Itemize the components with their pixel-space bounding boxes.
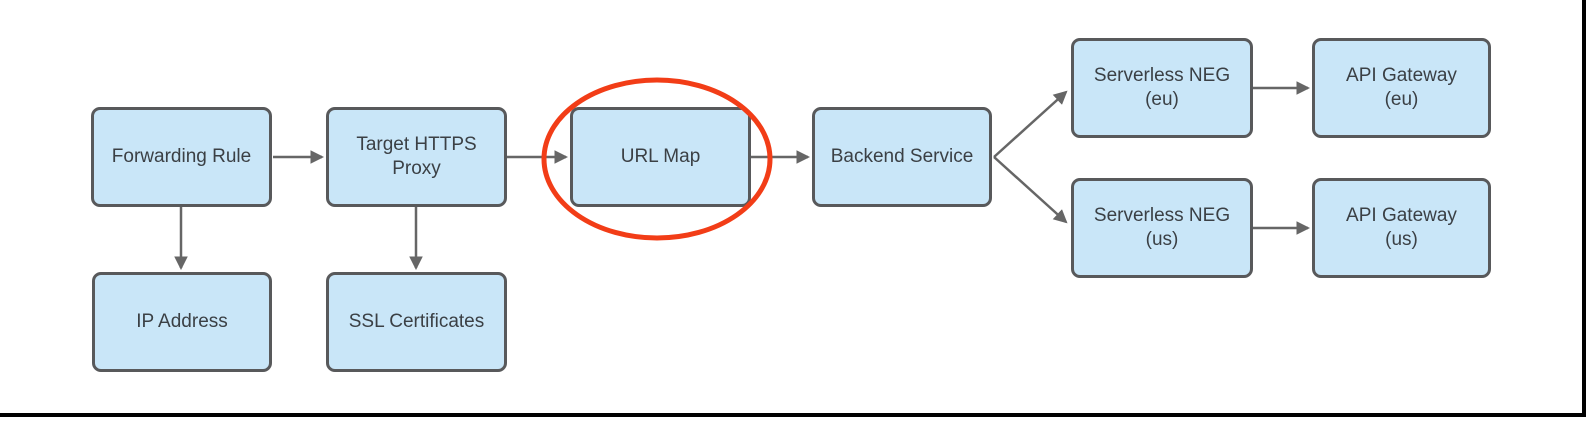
node-api-gateway-us-label: API Gateway (us) [1346,205,1457,250]
node-forwarding-rule: Forwarding Rule [91,107,272,207]
node-backend-service-label: Backend Service [830,146,974,168]
node-serverless-neg-us: Serverless NEG (us) [1071,178,1253,278]
node-ip-address: IP Address [92,272,272,372]
node-ssl-certificates: SSL Certificates [326,272,507,372]
node-target-https-proxy: Target HTTPS Proxy [326,107,507,207]
node-ip-address-label: IP Address [136,311,228,333]
node-serverless-neg-eu: Serverless NEG (eu) [1071,38,1253,138]
node-target-https-proxy-label: Target HTTPS Proxy [356,134,477,179]
node-ssl-certificates-label: SSL Certificates [348,311,485,333]
node-forwarding-rule-label: Forwarding Rule [111,146,252,168]
node-api-gateway-eu: API Gateway (eu) [1312,38,1491,138]
node-serverless-neg-us-label: Serverless NEG (us) [1093,205,1231,250]
node-url-map: URL Map [570,107,751,207]
node-serverless-neg-eu-label: Serverless NEG (eu) [1093,65,1231,110]
frame-bottom-line [0,413,1586,417]
node-backend-service: Backend Service [812,107,992,207]
node-api-gateway-us: API Gateway (us) [1312,178,1491,278]
edge-backend-service-to-serverless-neg-eu [993,90,1068,158]
edge-backend-service-to-serverless-neg-us [993,156,1068,224]
frame-right-line [1582,0,1586,417]
node-api-gateway-eu-label: API Gateway (eu) [1346,65,1457,110]
node-url-map-label: URL Map [620,146,701,168]
